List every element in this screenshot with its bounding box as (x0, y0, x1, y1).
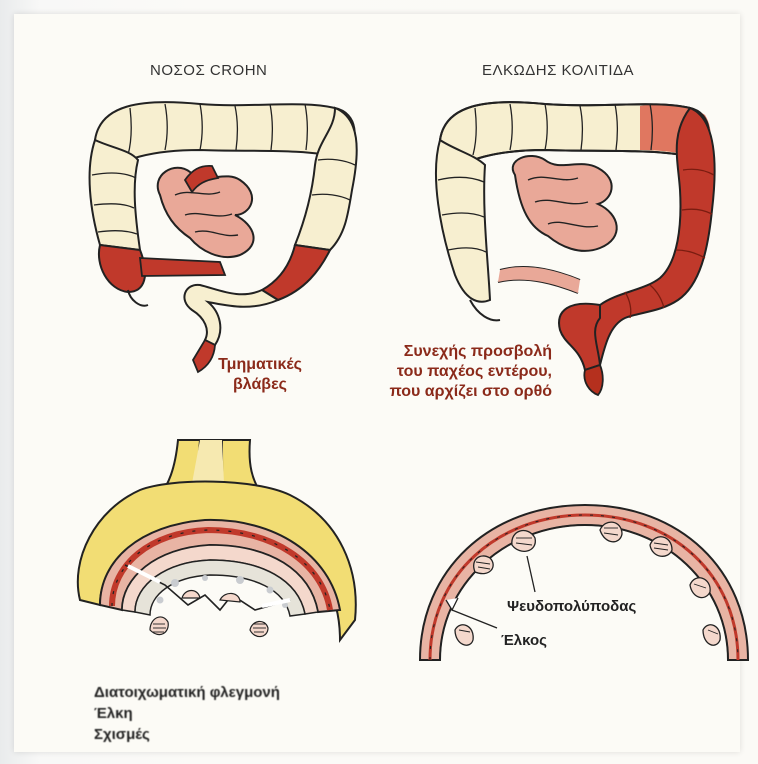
colitis-rectum (559, 304, 600, 370)
colitis-caption-line-2: του παχέος εντέρου, (352, 362, 552, 382)
label-ulcers: Έλκη (94, 703, 280, 724)
colitis-caption-line-3: που αρχίζει στο ορθό (352, 382, 552, 402)
colitis-caption-line-1: Συνεχής προσβολή (352, 342, 552, 362)
label-fissures: Σχισμές (94, 724, 280, 745)
colitis-ascending-colon (436, 140, 490, 302)
crohn-cross-section-labels: Διατοιχωματική φλεγμονή Έλκη Σχισμές (94, 682, 280, 745)
crohn-caption: Τμηματικές βλάβες (205, 355, 315, 395)
crohn-ileum-lesion (140, 258, 225, 276)
crohn-sigmoid-colon (184, 285, 278, 345)
crohn-cross-section (78, 440, 356, 640)
crohn-descending-lesion (262, 245, 330, 300)
crohn-colon-diagram (90, 102, 357, 372)
label-ulcer: Έλκος (501, 632, 547, 649)
label-pseudopolyp: Ψευδοπολύποδας (507, 598, 636, 615)
colitis-caption: Συνεχής προσβολή του παχέος εντέρου, που… (352, 342, 552, 402)
crohn-cecum-lesion (99, 245, 145, 292)
crohn-caption-line-2: βλάβες (205, 375, 315, 395)
crohn-ascending-colon (90, 140, 140, 250)
colitis-cross-section (420, 505, 748, 660)
label-transmural-inflammation: Διατοιχωματική φλεγμονή (94, 682, 280, 703)
colitis-small-intestine (513, 156, 617, 251)
crohn-caption-line-1: Τμηματικές (205, 355, 315, 375)
